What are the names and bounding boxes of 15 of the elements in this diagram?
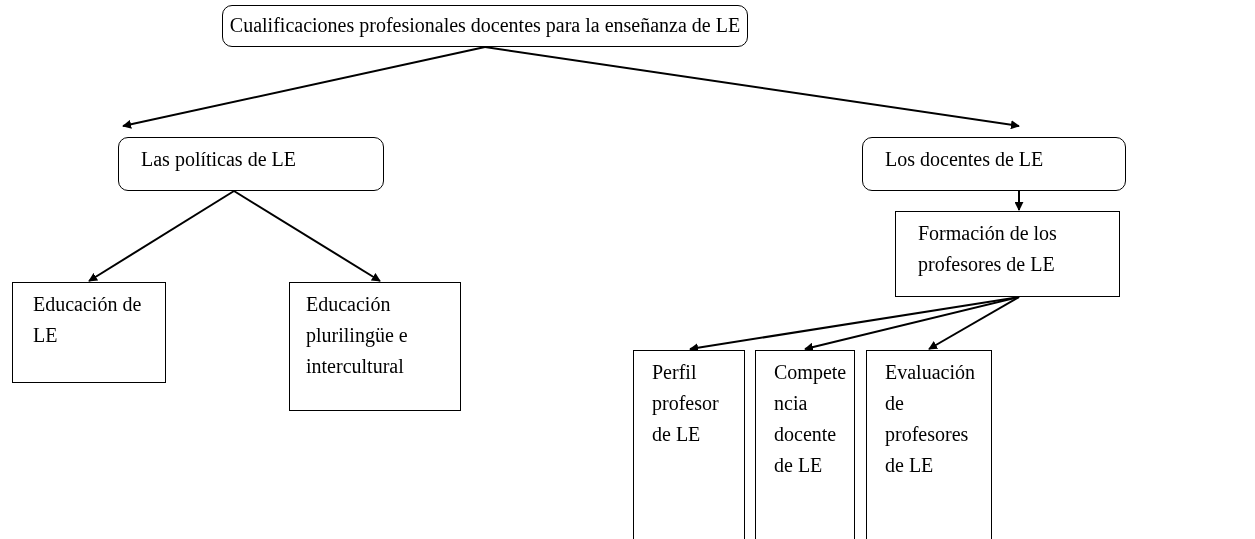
arrow bbox=[484, 46, 1020, 130]
process-box: Perfil profesor de LE bbox=[633, 350, 745, 539]
arrow bbox=[233, 190, 381, 282]
arrow bbox=[88, 190, 235, 282]
rounded-box: Las políticas de LE bbox=[118, 137, 384, 191]
process-box: Competencia docente de LE bbox=[755, 350, 855, 539]
rounded-box: Cualificaciones profesionales docentes para la enseñanza de LE bbox=[222, 5, 748, 47]
arrow bbox=[122, 46, 486, 129]
process-box: Formación de los profesores de LE bbox=[895, 211, 1120, 297]
process-box: Educación de LE bbox=[12, 282, 166, 383]
rounded-box: Los docentes de LE bbox=[862, 137, 1126, 191]
process-box: Evaluación de profesores de LE bbox=[866, 350, 992, 539]
arrow bbox=[1014, 190, 1024, 211]
arrow bbox=[928, 296, 1020, 350]
process-box: Educación plurilingüe e intercultural bbox=[289, 282, 461, 411]
